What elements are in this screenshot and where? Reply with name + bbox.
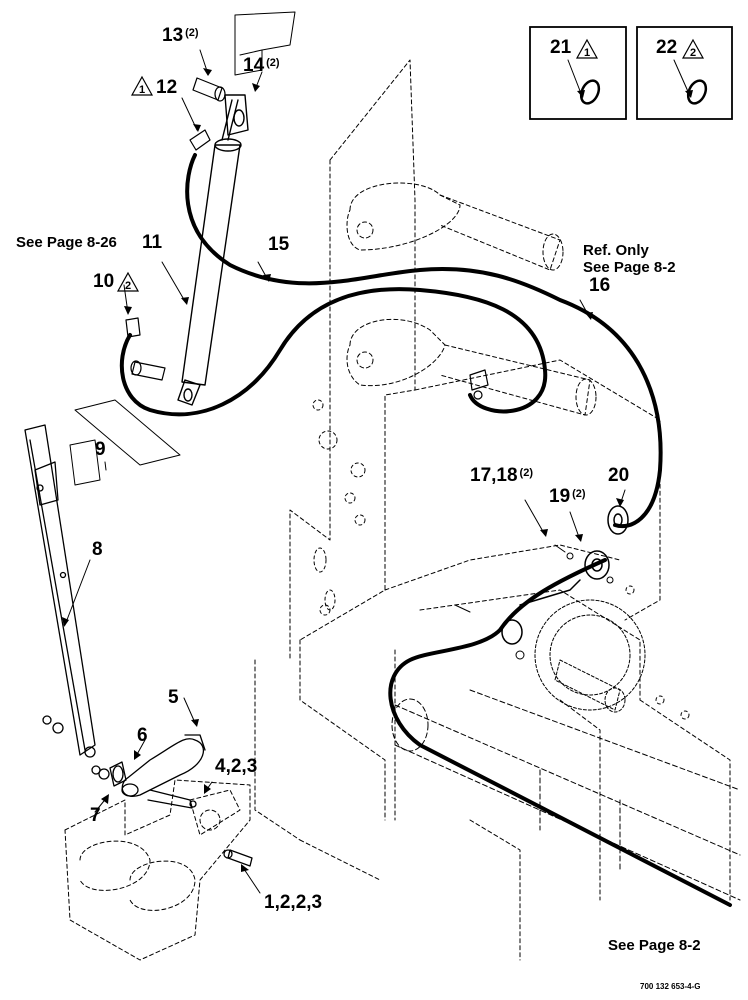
mount-bracket [69, 399, 181, 486]
note-triangle-1-item-12: 1 [130, 75, 154, 96]
rear-hose [388, 558, 732, 907]
leader-lines [64, 49, 691, 894]
callout-9: 9 [95, 439, 106, 460]
callout-10: 10 [93, 271, 115, 292]
frame-holes [312, 399, 690, 720]
note-triangle-2-item-10: 2 [116, 271, 140, 292]
svg-text:2: 2 [125, 280, 131, 292]
svg-text:2: 2 [690, 47, 696, 59]
see-page-8-26-note: See Page 8-26 [16, 234, 117, 251]
callout-20: 20 [608, 465, 630, 486]
callout-21: 21 [550, 37, 572, 58]
callout-15: 15 [268, 234, 290, 255]
hydraulic-cylinder [177, 94, 249, 406]
lower-bracket [64, 779, 251, 961]
callout-4-2-3: 4,2,3 [215, 756, 258, 777]
callout-7: 7 [90, 805, 101, 826]
clevis-pins [130, 77, 226, 381]
callout-5: 5 [168, 687, 179, 708]
svg-text:1: 1 [584, 47, 590, 59]
baler-frame [254, 59, 731, 961]
lift-arm [24, 424, 96, 756]
note-triangle-1-item-21: 1 [575, 38, 599, 59]
crossmember [391, 689, 741, 901]
fittings [125, 129, 489, 400]
linkage-parts [42, 715, 253, 867]
callout-22: 22 [656, 37, 678, 58]
ref-only-note: Ref. Only [583, 242, 649, 259]
callout-1-2-2-3: 1,2,2,3 [264, 892, 323, 913]
hose-15 [185, 153, 663, 529]
svg-text:1: 1 [139, 84, 145, 96]
callout-11: 11 [142, 232, 163, 253]
note-triangle-2-item-22: 2 [681, 38, 705, 59]
callout-19: 19(2) [549, 486, 586, 507]
see-page-8-2-top-note: See Page 8-2 [583, 259, 676, 276]
arrowheads [62, 68, 693, 872]
upper-anchor [234, 11, 296, 76]
callout-13: 13(2) [162, 25, 199, 46]
callout-17-18: 17,18(2) [470, 465, 533, 486]
callout-12: 12 [156, 77, 178, 98]
idler-arms [346, 182, 597, 416]
callout-8: 8 [92, 539, 103, 560]
see-page-8-2-bottom-note: See Page 8-2 [608, 937, 701, 954]
callout-16: 16 [589, 275, 611, 296]
inset-boxes [529, 26, 733, 120]
sprocket [534, 599, 646, 713]
hardware-17-18 [454, 544, 614, 660]
drawing-number: 700 132 653-4-G [640, 982, 701, 991]
hose-16 [119, 287, 548, 417]
callout-14: 14(2) [243, 55, 280, 76]
hose-clamps [501, 505, 629, 645]
callout-6: 6 [137, 725, 148, 746]
